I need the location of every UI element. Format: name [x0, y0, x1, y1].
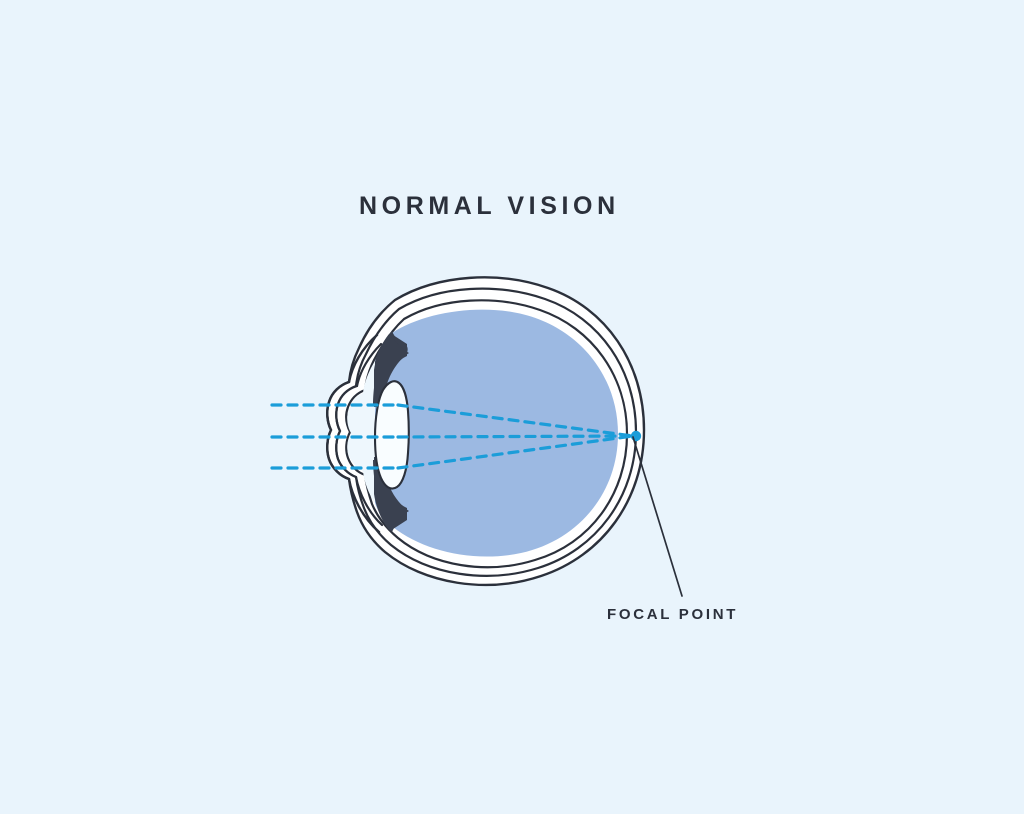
ray-middle-refracted	[396, 434, 635, 439]
focal-point-label: FOCAL POINT	[607, 606, 739, 623]
cornea-outer-arc	[326, 333, 381, 534]
focal-point-dot	[630, 430, 642, 442]
ray-lower-refracted	[396, 434, 635, 470]
ray-upper-refracted	[396, 403, 635, 438]
cornea-inner-arc	[335, 342, 384, 527]
page-title: NORMAL VISION	[359, 192, 620, 220]
focal-point-leader-line	[632, 436, 683, 597]
vitreous-body	[375, 309, 618, 557]
cornea	[326, 333, 384, 534]
lens	[373, 380, 410, 490]
light-rays	[270, 403, 635, 470]
